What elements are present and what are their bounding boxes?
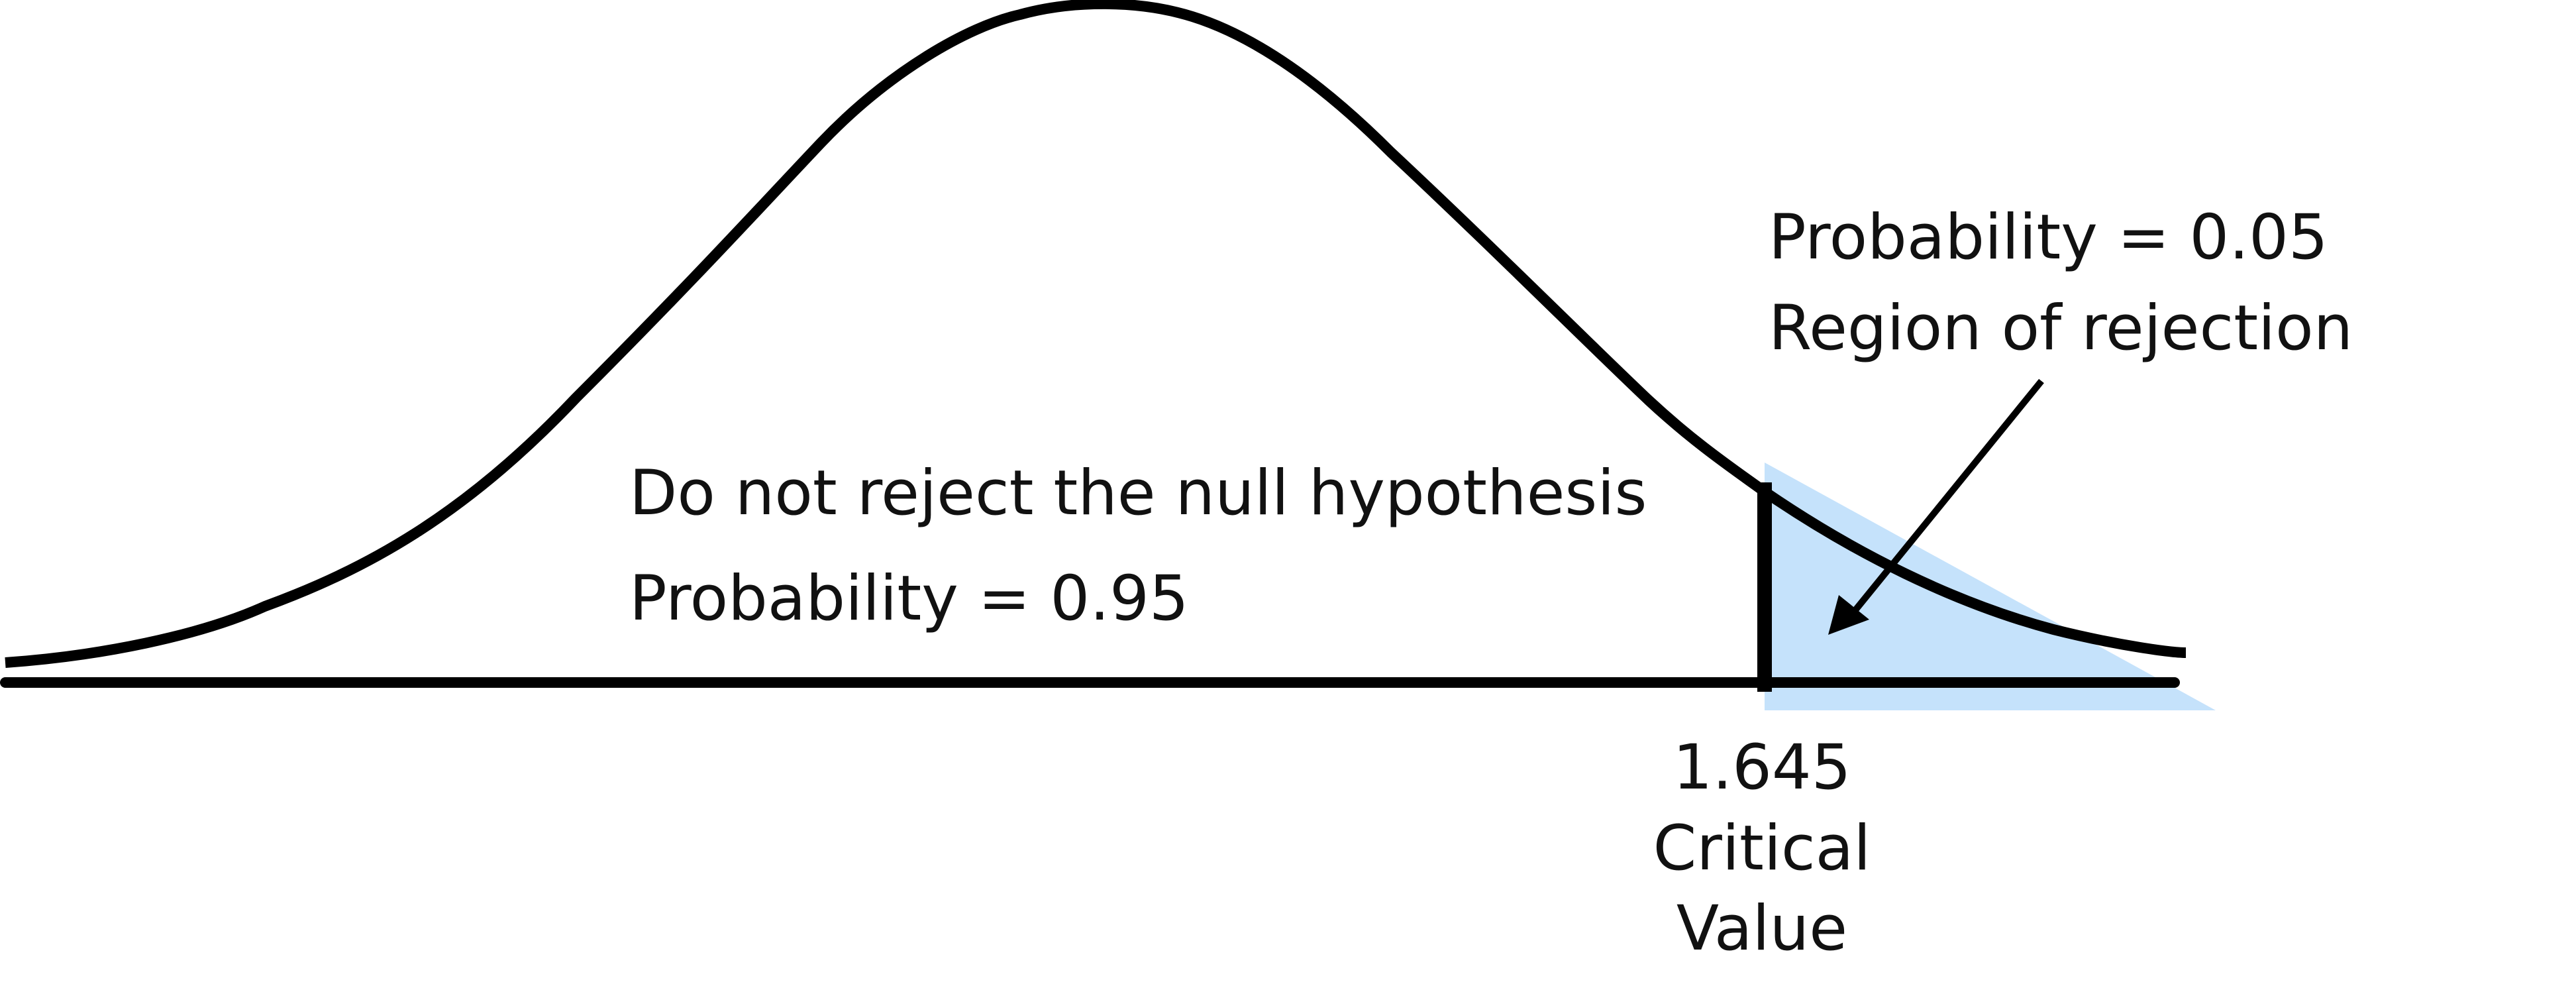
rejection-arrow-head — [1828, 595, 1869, 635]
normal-distribution-curve — [5, 0, 2187, 668]
critical-value-label-line1: Critical — [1653, 812, 1871, 885]
critical-value-label-line2: Value — [1676, 893, 1847, 965]
rejection-arrow-shaft — [1852, 378, 2044, 614]
rejection-region-label: Region of rejection — [1769, 292, 2353, 364]
acceptance-probability-label: Probability = 0.95 — [629, 563, 1189, 635]
acceptance-region-label: Do not reject the null hypothesis — [629, 457, 1647, 529]
rejection-probability-label: Probability = 0.05 — [1769, 201, 2328, 274]
critical-value-number: 1.645 — [1673, 732, 1851, 804]
rejection-region-shading — [1765, 463, 2216, 710]
